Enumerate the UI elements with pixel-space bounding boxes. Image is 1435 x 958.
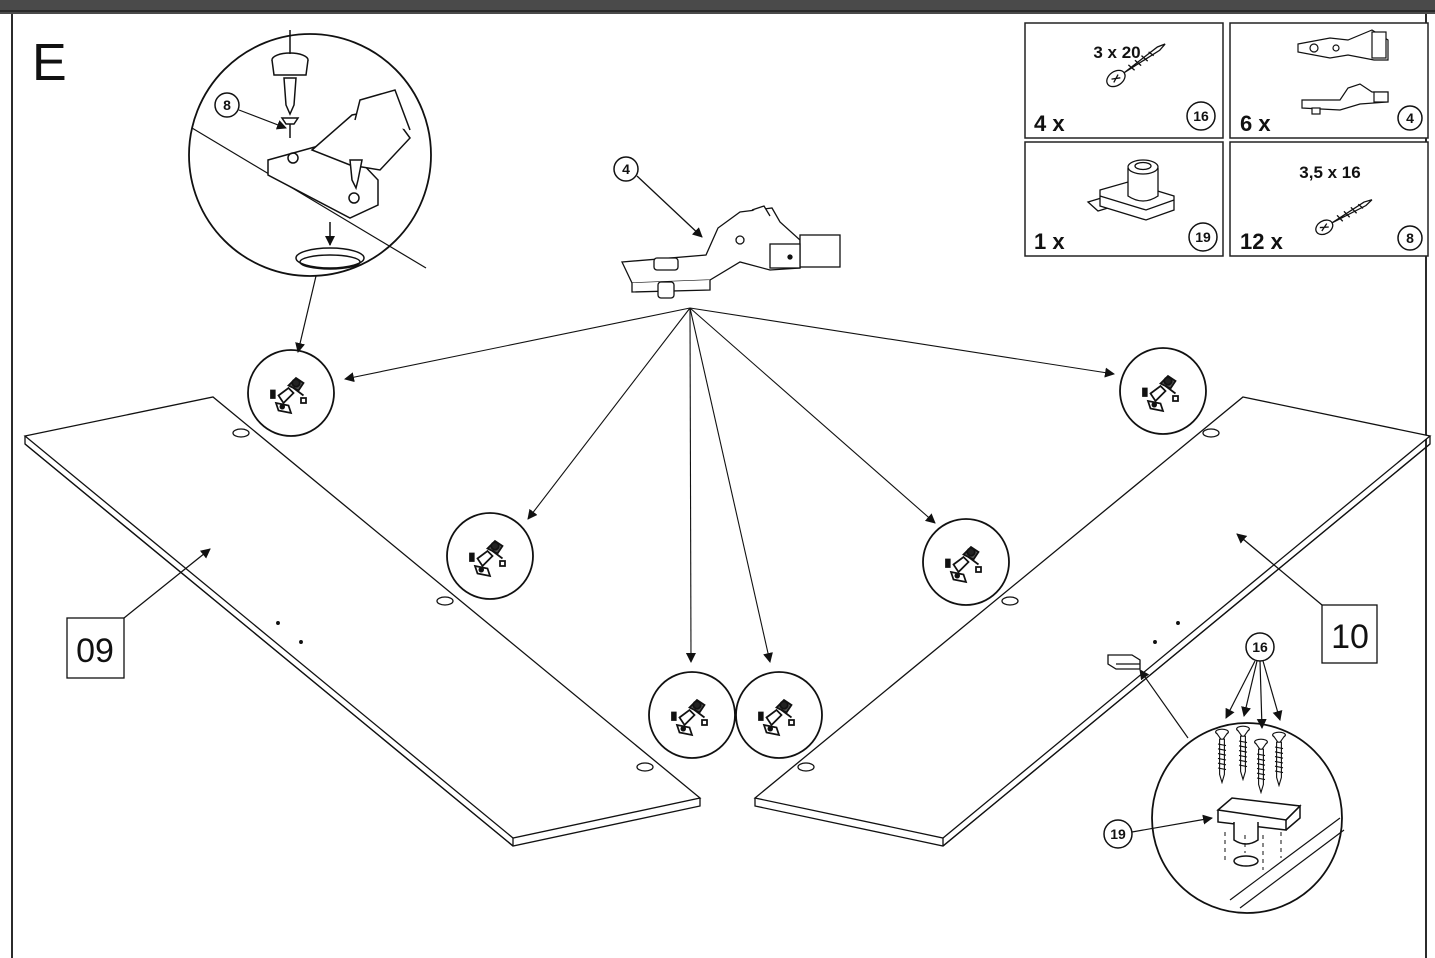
parts-item-hinge: 6 x 4 (1229, 22, 1429, 139)
lock-detail-arrow (1139, 669, 1189, 739)
detail-to-hinge-arrow (295, 275, 317, 353)
svg-text:4 x: 4 x (1034, 111, 1065, 136)
svg-text:12 x: 12 x (1240, 229, 1284, 254)
top-bar (0, 0, 1435, 14)
lock-callout-19: 19 (1103, 819, 1133, 849)
hinge-callout-4: 4 (613, 156, 639, 182)
svg-text:8: 8 (223, 97, 231, 113)
cabinet-hinge-icon (1297, 29, 1389, 115)
svg-text:16: 16 (1252, 639, 1268, 655)
wood-screw-icon (1315, 199, 1373, 236)
parts-item-screw-3-5x16: 3,5 x 16 12 x 8 (1229, 141, 1429, 257)
panel-label-09: 09 (66, 617, 125, 679)
svg-text:19: 19 (1110, 826, 1126, 842)
panel-10 (753, 396, 1432, 847)
svg-text:6 x: 6 x (1240, 111, 1271, 136)
svg-text:3,5 x 16: 3,5 x 16 (1299, 163, 1360, 182)
svg-text:4: 4 (622, 161, 630, 177)
lock-screws-arrows (1225, 660, 1283, 729)
detail-screw-leader (238, 109, 287, 130)
svg-text:16: 16 (1193, 108, 1209, 124)
svg-text:8: 8 (1406, 230, 1414, 246)
lock-callout-leader (1131, 814, 1213, 833)
hinge-position-circle (446, 512, 534, 600)
detail-screw-callout-8: 8 (214, 92, 240, 118)
lock-screws-callout-16: 16 (1245, 632, 1275, 662)
panel-label-10: 10 (1321, 604, 1378, 664)
hinge-position-circle (922, 518, 1010, 606)
parts-list: 3 x 20 4 x 16 6 x (1024, 22, 1429, 257)
svg-text:1 x: 1 x (1034, 229, 1065, 254)
panel-09-leader (123, 548, 211, 619)
parts-item-lock: 1 x 19 (1024, 141, 1224, 257)
hinge-position-circle (1119, 347, 1207, 435)
svg-text:4: 4 (1406, 110, 1414, 126)
page-frame (11, 14, 1427, 958)
hinge-mount-detail (188, 30, 432, 277)
cam-lock-icon (1086, 159, 1175, 221)
svg-text:3 x 20: 3 x 20 (1093, 43, 1140, 62)
step-letter: E (32, 34, 67, 92)
hinge-placement-arrows (344, 307, 1115, 663)
wood-screw-icon (1106, 43, 1166, 88)
hinge-position-circle (648, 671, 736, 759)
svg-text:10: 10 (1331, 618, 1369, 656)
panel-09 (23, 396, 702, 847)
hinge-position-circle (735, 671, 823, 759)
lock-mount-detail (1151, 722, 1345, 914)
hinge-illustration (621, 205, 841, 299)
hinge-callout-leader (636, 175, 703, 238)
svg-text:09: 09 (76, 632, 114, 670)
parts-item-screw-3x20: 3 x 20 4 x 16 (1024, 22, 1224, 139)
hinge-position-circle (247, 349, 335, 437)
svg-text:19: 19 (1195, 229, 1211, 245)
panel-10-leader (1236, 533, 1323, 606)
